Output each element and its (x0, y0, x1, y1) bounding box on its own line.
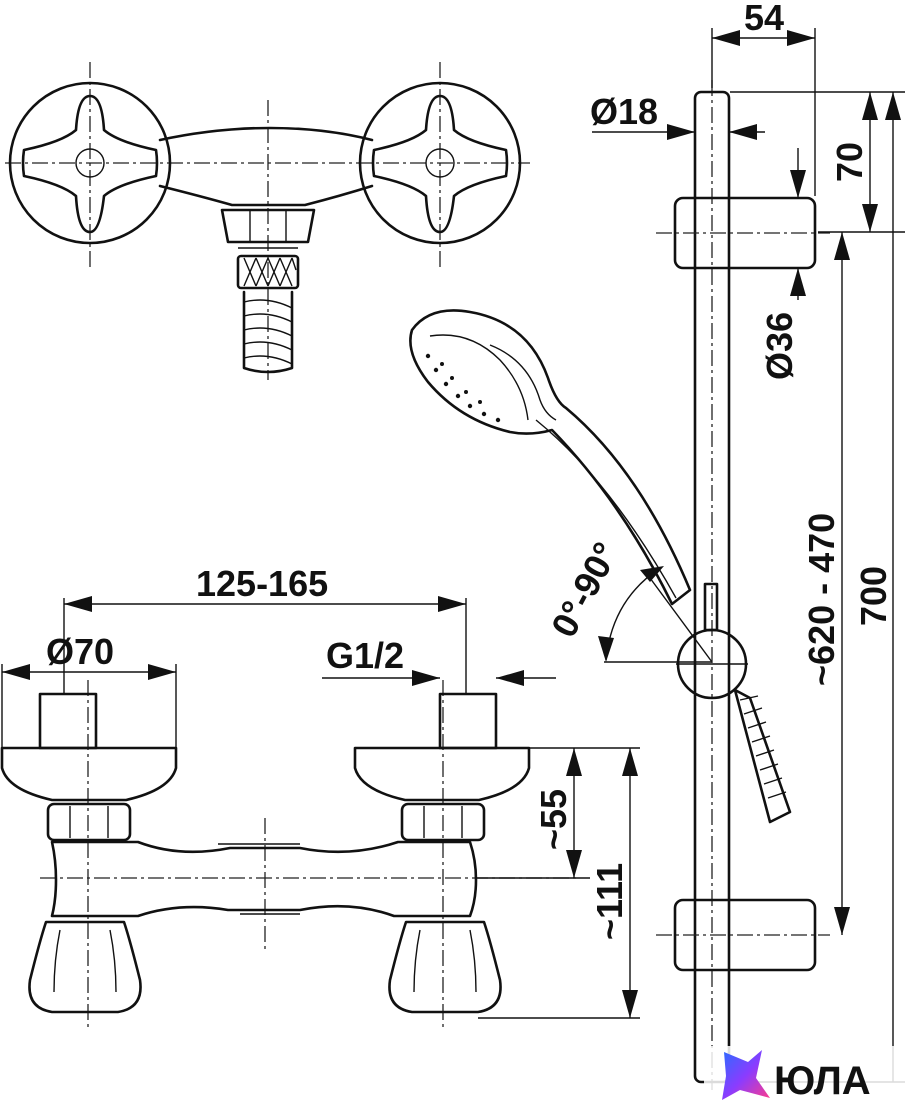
mixer-side-view (0, 680, 580, 1028)
dim-620-470: ~620 - 470 (801, 232, 850, 935)
mixer-front-view (5, 62, 530, 380)
dim-54: 54 (711, 0, 816, 196)
dim-dia-18-label: Ø18 (590, 91, 658, 132)
left-rosette (8, 81, 172, 245)
left-cross-handle (21, 94, 159, 234)
dim-g-half-label: G1/2 (326, 635, 404, 676)
angle-label: 0°-90° (543, 535, 627, 643)
right-handle-side (388, 920, 502, 1014)
dim-dia-36-label: Ø36 (759, 312, 800, 380)
brand-logo-icon (722, 1050, 770, 1100)
top-wall-bracket (673, 196, 817, 270)
dim-700-label: 700 (853, 566, 894, 626)
dim-620-470-label: ~620 - 470 (801, 513, 842, 686)
right-cross-handle (371, 94, 509, 234)
dim-dia-18: Ø18 (590, 91, 765, 140)
dim-dia-36: Ø36 (759, 148, 806, 380)
brand-name: ЮЛА (774, 1059, 871, 1100)
dim-54-label: 54 (744, 0, 784, 38)
dim-70-label: 70 (829, 142, 870, 182)
dim-55: ~55 (476, 747, 640, 879)
dim-55-label: ~55 (533, 789, 574, 850)
brand-watermark: ЮЛА (704, 1046, 909, 1100)
bottom-wall-bracket (673, 898, 817, 972)
dim-dia-70: Ø70 (1, 631, 177, 748)
right-rosette-side (353, 746, 531, 802)
right-rosette (358, 81, 522, 245)
dim-g-half: G1/2 (322, 635, 556, 686)
hand-shower (409, 309, 792, 824)
dim-125-165-label: 125-165 (196, 563, 328, 604)
dim-111-label: ~111 (589, 863, 630, 940)
left-rosette-side (0, 746, 178, 802)
dim-111: ~111 (478, 748, 640, 1019)
dim-70: 70 (730, 91, 905, 233)
dim-dia-70-label: Ø70 (46, 631, 114, 672)
dim-125-165: 125-165 (63, 563, 467, 694)
left-handle-side (28, 920, 142, 1014)
right-inlet (438, 692, 498, 750)
